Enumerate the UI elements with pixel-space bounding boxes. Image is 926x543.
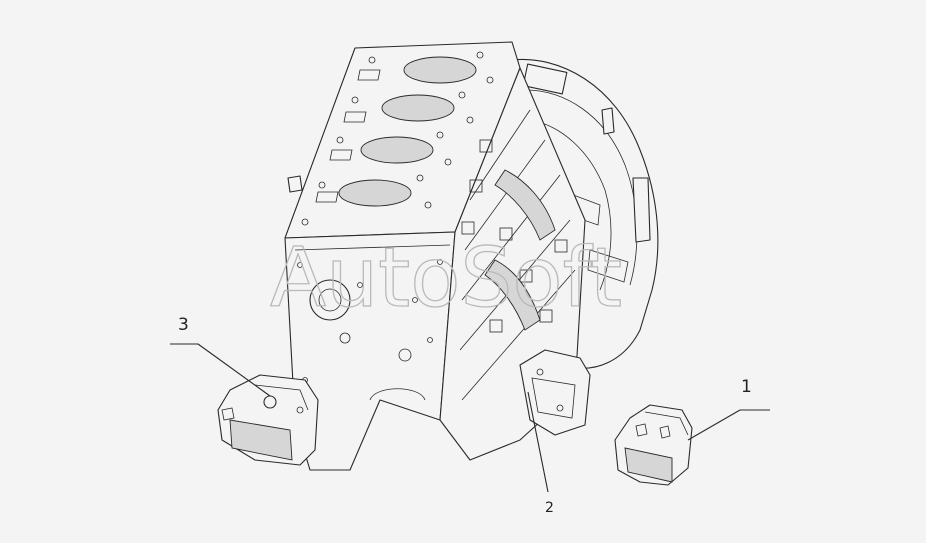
leader-3 — [170, 343, 271, 397]
leader-2 — [527, 391, 549, 493]
housing-boss — [522, 63, 568, 95]
cylinder-bore-2 — [381, 94, 455, 122]
front-bore — [309, 279, 351, 321]
watermark-text: AutoSoft — [270, 231, 622, 326]
leader-lines — [170, 343, 770, 493]
callout-1: 1 — [741, 377, 752, 397]
callout-3: 3 — [178, 315, 189, 335]
callout-2: 2 — [545, 500, 554, 516]
cylinder-bore-4 — [338, 179, 412, 207]
right-engine-mount — [614, 404, 693, 486]
cylinder-bore-3 — [360, 136, 434, 164]
cylinder-bore-1 — [403, 56, 477, 84]
leader-1 — [687, 409, 770, 441]
left-engine-mount — [217, 374, 319, 466]
side-boss — [287, 175, 303, 193]
mount-bolt — [263, 395, 277, 409]
